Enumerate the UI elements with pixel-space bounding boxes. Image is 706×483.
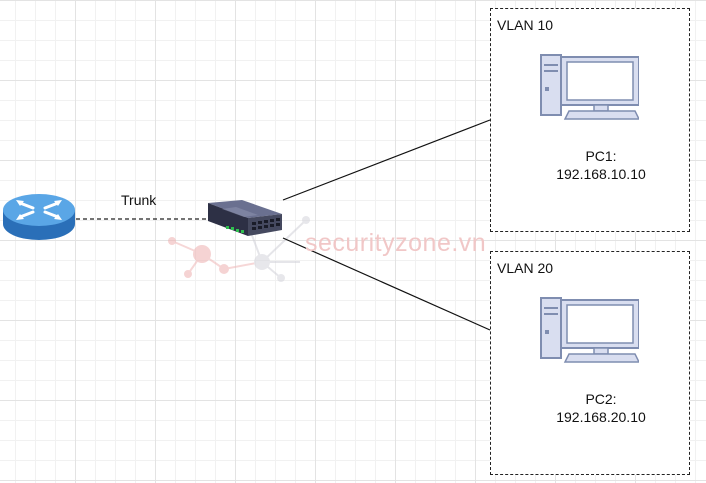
pc2-icon[interactable] [539, 294, 639, 364]
link-vlan20 [282, 237, 491, 331]
vlan-20-title: VLAN 20 [497, 260, 554, 276]
watermark-text: securityzone.vn [305, 229, 487, 257]
watermark-graphic [168, 216, 310, 282]
switch-icon[interactable] [208, 200, 282, 236]
pc1-icon[interactable] [539, 51, 639, 121]
pc2-name: PC2: [585, 391, 617, 407]
pc2-ip: 192.168.20.10 [556, 409, 646, 425]
vlan-10-group[interactable]: VLAN 10 PC1: 192.168.10.10 [490, 8, 690, 232]
pc1-label: PC1: 192.168.10.10 [491, 147, 689, 183]
link-vlan10 [282, 119, 491, 201]
pc1-name: PC1: [585, 148, 617, 164]
vlan-20-group[interactable]: VLAN 20 PC2: 192.168.20.10 [490, 251, 690, 475]
vlan-10-title: VLAN 10 [497, 17, 554, 33]
pc1-ip: 192.168.10.10 [556, 166, 646, 182]
router-icon[interactable] [3, 194, 75, 240]
pc2-label: PC2: 192.168.20.10 [491, 390, 689, 426]
trunk-label: Trunk [121, 192, 157, 208]
